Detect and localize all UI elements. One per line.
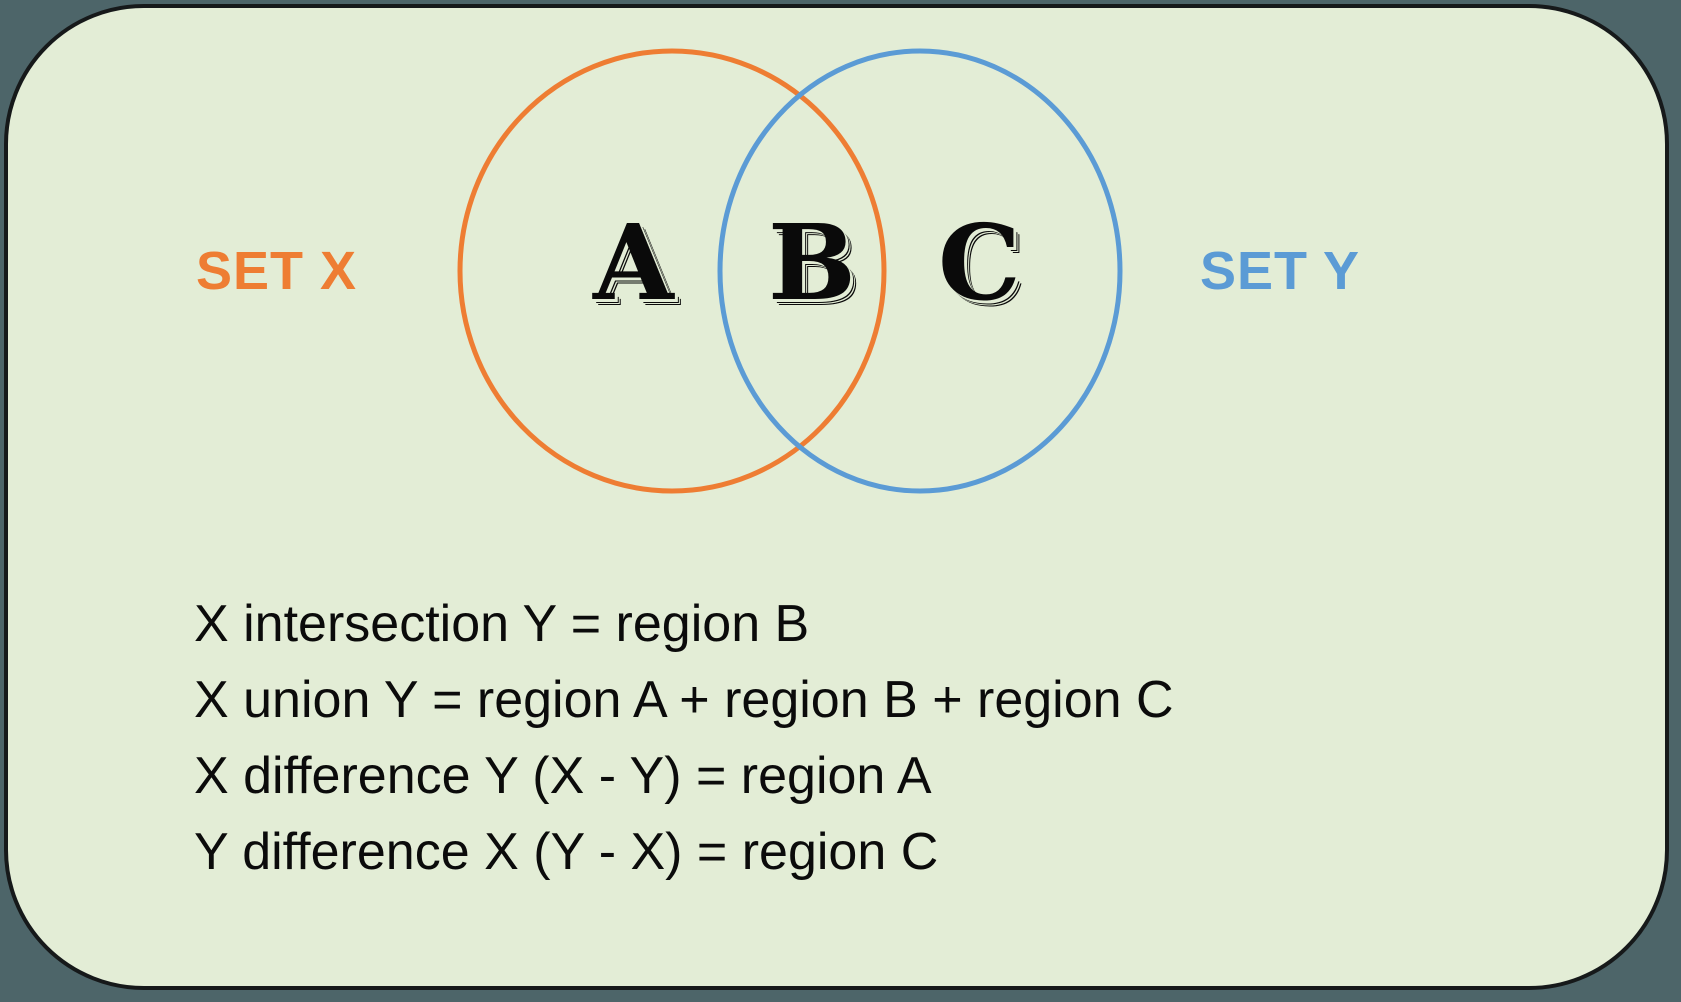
set-operations-list: X intersection Y = region B X union Y = … [194, 586, 1594, 890]
formula-difference-y-x: Y difference X (Y - X) = region C [194, 823, 939, 881]
set-x-ellipse [457, 48, 887, 494]
region-letter-b: B [768, 201, 856, 324]
venn-circles-svg [457, 48, 1123, 494]
set-y-ellipse [717, 48, 1123, 494]
formula-intersection: X intersection Y = region B [194, 595, 810, 653]
formula-union: X union Y = region A + region B + region… [194, 671, 1174, 729]
venn-diagram: SET X SET Y A B C [8, 8, 1665, 528]
set-x-label: SET X [196, 241, 358, 301]
region-letter-c: C [938, 201, 1021, 324]
set-y-label: SET Y [1200, 241, 1361, 301]
formula-difference-x-y: X difference Y (X - Y) = region A [194, 747, 932, 805]
venn-diagram-card: SET X SET Y A B C X intersection Y = reg… [4, 4, 1669, 990]
region-letter-a: A [593, 201, 674, 324]
